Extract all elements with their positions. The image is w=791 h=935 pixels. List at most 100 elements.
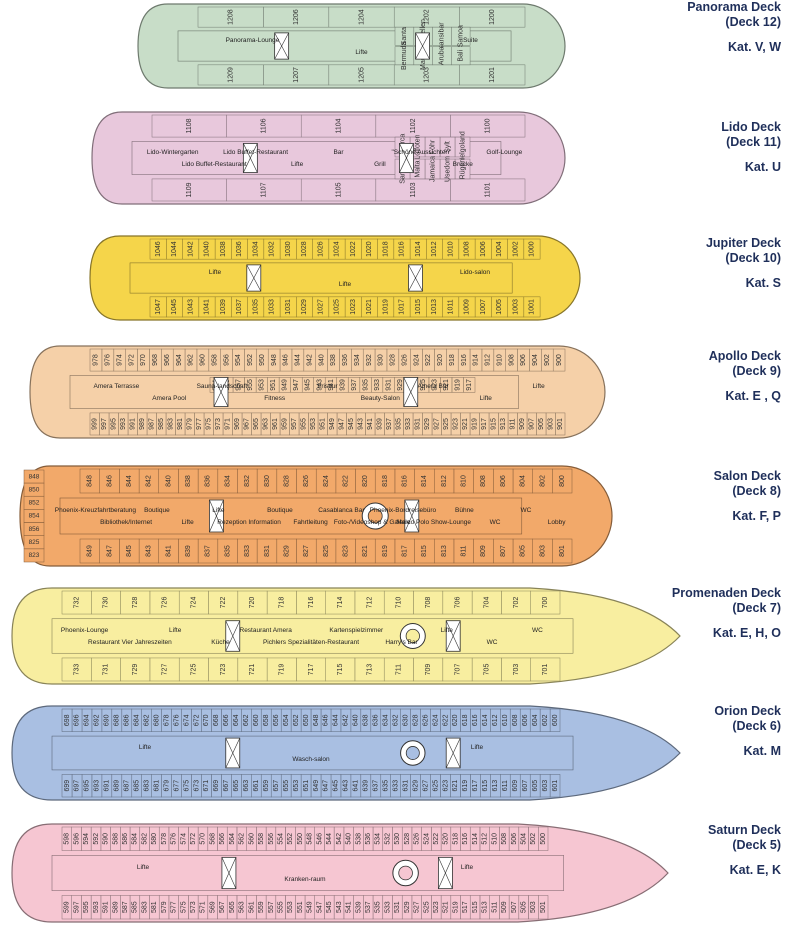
room-label: Phoenix-Kreuzfahrtberatung: [55, 507, 137, 514]
cabin[interactable]: [89, 348, 103, 372]
cabin-number: 930: [378, 354, 385, 366]
room-label: Lido-Wintergarten: [147, 149, 199, 156]
cabin[interactable]: [197, 64, 264, 86]
room-label: Pichlers Spezialitäten-Restaurant: [263, 639, 359, 646]
cabin-number: 528: [404, 833, 411, 845]
cabin-number: 953: [310, 418, 317, 430]
deck-name: Promenaden Deck: [671, 586, 781, 600]
room-label: WC: [520, 507, 531, 514]
cabin-number: 806: [500, 475, 507, 487]
cabin[interactable]: [89, 412, 100, 436]
cabin[interactable]: [61, 708, 73, 732]
cabin-number: 615: [482, 780, 489, 792]
cabin[interactable]: [61, 895, 72, 920]
cabin-number: 847: [106, 545, 113, 557]
cabin[interactable]: [394, 26, 415, 46]
cabin[interactable]: [79, 468, 100, 494]
cabin[interactable]: [151, 178, 227, 202]
cabin-number: 645: [333, 780, 340, 792]
cabin-number: 662: [243, 714, 250, 726]
cabin-number: 510: [491, 833, 498, 845]
cabin-number: 1200: [489, 9, 496, 25]
cabin-number: 1039: [220, 299, 227, 315]
cabin-number: 904: [532, 354, 539, 366]
cabin-number: 955: [247, 379, 254, 391]
room-label: Lifte: [461, 864, 474, 871]
cabin-number: 818: [382, 475, 389, 487]
cabin-number: 658: [263, 714, 270, 726]
cabin-number: Aruba: [439, 46, 446, 65]
cabin-number: 940: [318, 354, 325, 366]
cabin-number: 968: [152, 354, 159, 366]
cabin[interactable]: [61, 774, 73, 798]
cabin-number: 1014: [415, 241, 422, 257]
cabin-number: 552: [287, 833, 294, 845]
room-label: WC: [490, 519, 501, 526]
cabin-number: 513: [482, 901, 489, 913]
cabin-number: 1020: [366, 241, 373, 257]
cabin-number: 630: [402, 714, 409, 726]
cabin[interactable]: [394, 46, 415, 66]
cabin-number: 841: [165, 545, 172, 557]
cabin-number: 504: [521, 833, 528, 845]
cabin-number: 1025: [334, 299, 341, 315]
cabin-number: 533: [384, 901, 391, 913]
cabin-number: Rügen: [459, 159, 466, 180]
cabin-number: 535: [375, 901, 382, 913]
cabin-number: 848: [87, 475, 94, 487]
cabin-number: 618: [462, 714, 469, 726]
cabin-number: 912: [485, 354, 492, 366]
cabin[interactable]: [149, 296, 167, 318]
cabin-number: 901: [557, 418, 564, 430]
cabin-number: 832: [244, 475, 251, 487]
cabin-number: 921: [443, 379, 450, 391]
deck-deck10: 1000100210041006100810101012101410161018…: [89, 235, 581, 321]
room-label: Brücke: [453, 161, 474, 168]
room-label: Lifte: [137, 864, 150, 871]
cabin-number: 536: [365, 833, 372, 845]
cabin[interactable]: [61, 590, 92, 615]
cabin-number: 604: [532, 714, 539, 726]
cabin-number: 936: [342, 354, 349, 366]
cabin-number: 924: [413, 354, 420, 366]
cabin-number: 926: [402, 354, 409, 366]
cabin-number: 914: [473, 354, 480, 366]
cabin-number: 733: [73, 664, 80, 676]
cabin-number: 681: [153, 780, 160, 792]
deck-label-deck10: Jupiter Deck(Deck 10)Kat. S: [661, 236, 781, 291]
cabin-number: 939: [377, 418, 384, 430]
cabin[interactable]: [23, 548, 45, 563]
cabin-number: 627: [422, 780, 429, 792]
cabin-number: 957: [291, 418, 298, 430]
cabin[interactable]: [151, 114, 227, 138]
cabin-number: 1001: [529, 299, 536, 315]
cabin-number: 664: [233, 714, 240, 726]
cabin-number: 704: [484, 597, 491, 609]
cabin-number: 713: [366, 664, 373, 676]
cabin[interactable]: [149, 238, 167, 260]
cabin-number: 1034: [252, 241, 259, 257]
cabin[interactable]: [197, 6, 264, 28]
cabin-number: 934: [354, 354, 361, 366]
cabin-number: 1002: [512, 241, 519, 257]
cabin-number: 1040: [204, 241, 211, 257]
cabin-number: 920: [437, 354, 444, 366]
cabin-number: 949: [282, 379, 289, 391]
cabin-number: 538: [355, 833, 362, 845]
cabin-number: 728: [132, 597, 139, 609]
cabin[interactable]: [61, 826, 72, 851]
cabin-number: 849: [87, 545, 94, 557]
room-label: Lifte: [169, 627, 182, 634]
cabin-number: 917: [466, 379, 473, 391]
cabin-number: 1015: [415, 299, 422, 315]
room-label: Fahrtleitung: [293, 519, 328, 526]
cabin-number: 825: [323, 545, 330, 557]
cabin-number: 803: [539, 545, 546, 557]
cabin-number: 549: [307, 901, 314, 913]
cabin-number: 660: [253, 714, 260, 726]
corridor-deck7: [51, 618, 574, 654]
cabin-number: 678: [163, 714, 170, 726]
cabin-number: 693: [94, 780, 101, 792]
cabin[interactable]: [79, 538, 100, 564]
cabin[interactable]: [61, 657, 92, 682]
